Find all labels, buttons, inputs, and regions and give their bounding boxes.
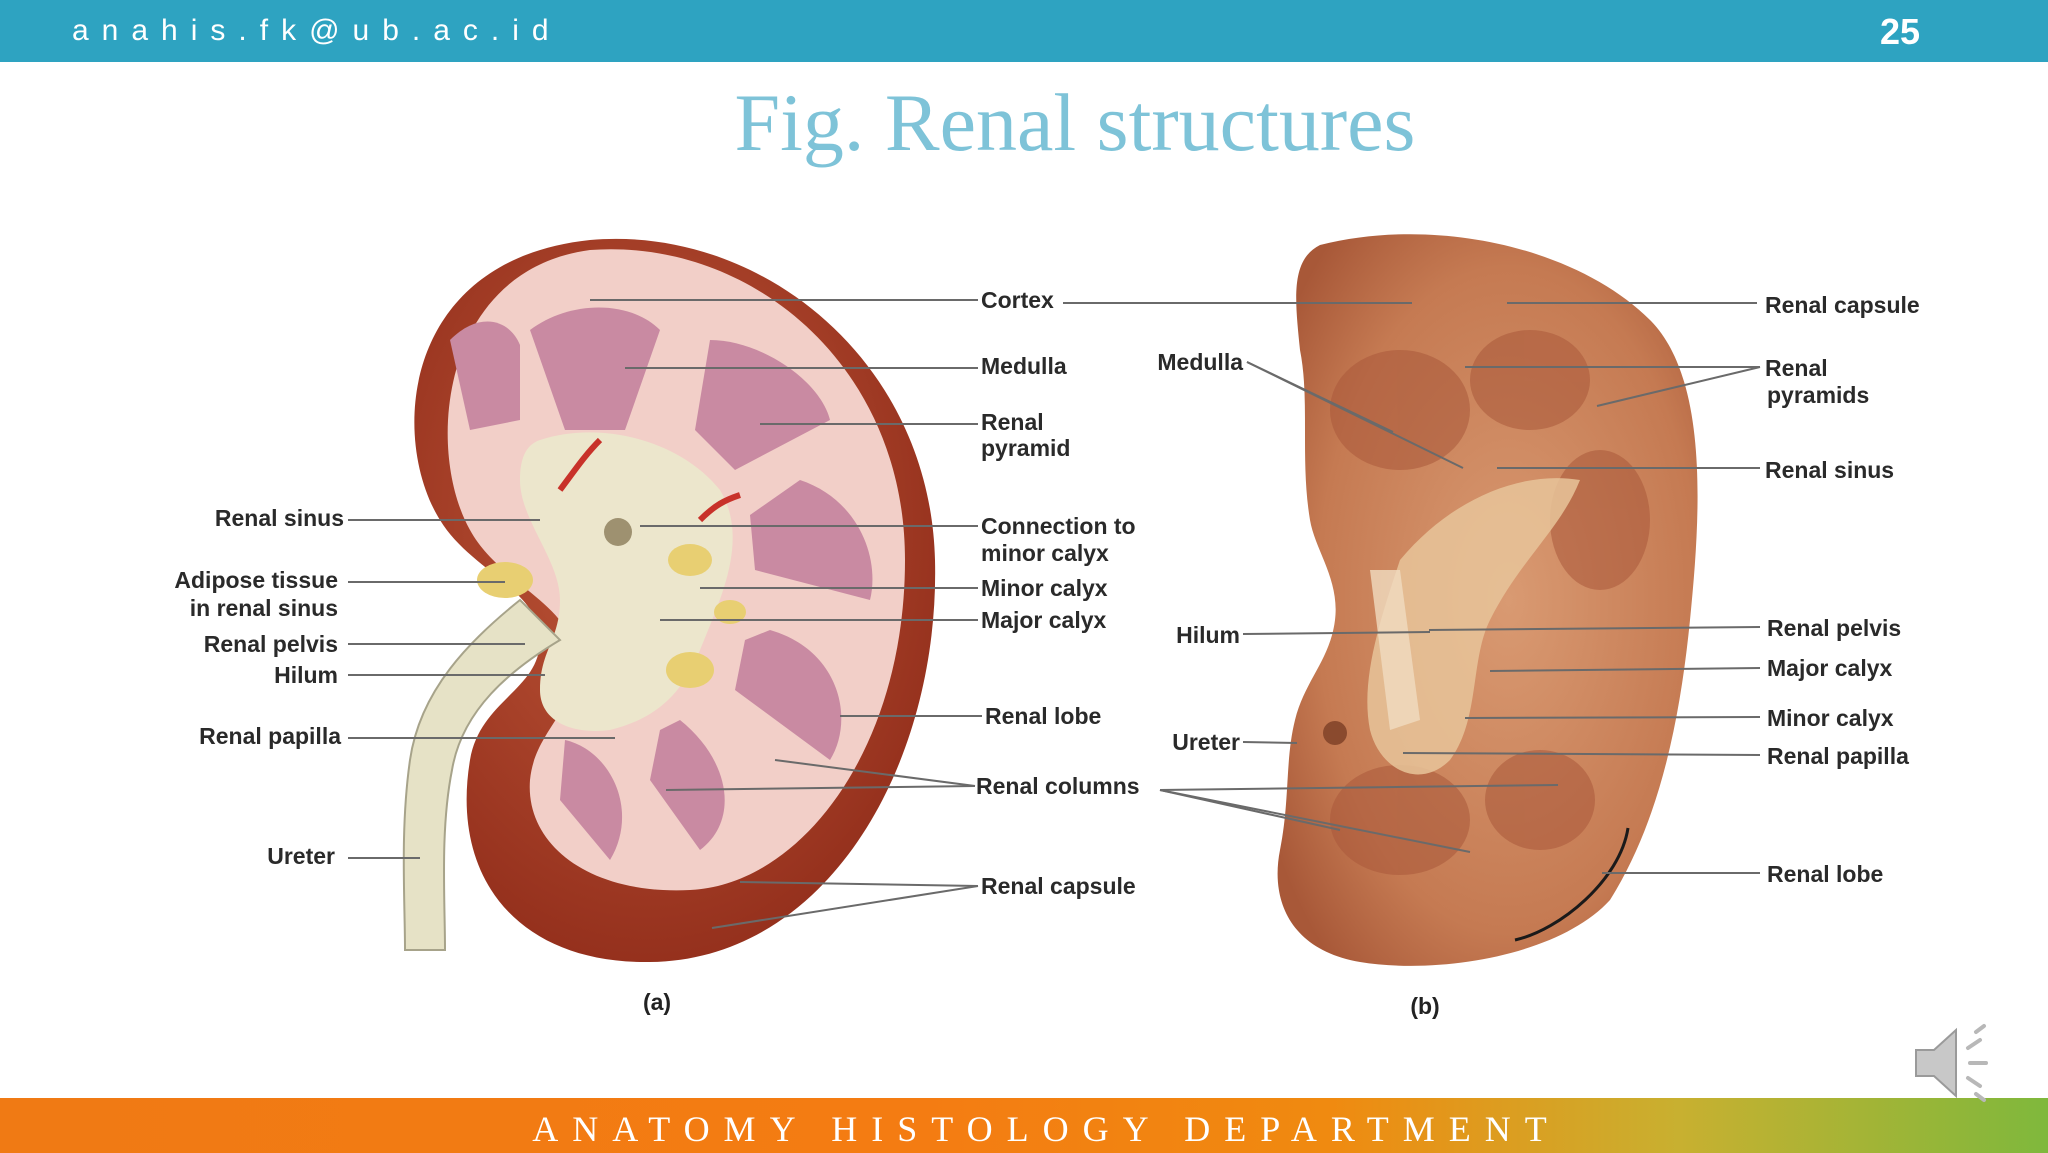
label-renal-pyramid-line1: Renal: [981, 409, 1044, 435]
label-b-medulla: Medulla: [1157, 349, 1243, 375]
label-major-calyx: Major calyx: [981, 607, 1106, 633]
labels-a: Cortex Medulla Renal pyramid Connection …: [174, 287, 1139, 1015]
label-b-hilum: Hilum: [1176, 622, 1240, 648]
kidney-illustration: [402, 238, 936, 963]
label-cortex: Cortex: [981, 287, 1054, 313]
label-b-renal-pyramids-line1: Renal: [1765, 355, 1828, 381]
label-renal-papilla: Renal papilla: [199, 723, 341, 749]
label-adipose-line1: Adipose tissue: [174, 567, 338, 593]
label-connection-line1: Connection to: [981, 513, 1136, 539]
leader-lines-a: [348, 299, 982, 929]
label-b-renal-sinus: Renal sinus: [1765, 457, 1894, 483]
footer-bar: [0, 1098, 2048, 1153]
department-name: ANATOMY HISTOLOGY DEPARTMENT: [532, 1109, 1561, 1149]
label-adipose-line2: in renal sinus: [190, 595, 338, 621]
label-renal-lobe: Renal lobe: [985, 703, 1101, 729]
leader-lines-b: [1063, 302, 1761, 874]
label-b-major-calyx: Major calyx: [1767, 655, 1892, 681]
kidney-photo: [1277, 234, 1698, 966]
label-b-minor-calyx: Minor calyx: [1767, 705, 1894, 731]
page-number: 25: [1880, 11, 1921, 52]
label-renal-capsule: Renal capsule: [981, 873, 1136, 899]
label-b-renal-lobe: Renal lobe: [1767, 861, 1883, 887]
label-renal-pelvis: Renal pelvis: [204, 631, 338, 657]
slide-title: Fig. Renal structures: [734, 77, 1416, 168]
header-bar: anahis.fk@ub.ac.id 25: [0, 0, 2048, 62]
label-b-renal-capsule: Renal capsule: [1765, 292, 1920, 318]
label-renal-columns: Renal columns: [976, 773, 1140, 799]
label-b-ureter: Ureter: [1172, 729, 1240, 755]
caption-b: (b): [1410, 993, 1439, 1019]
author-email: anahis.fk@ub.ac.id: [72, 14, 562, 47]
labels-b: Medulla Hilum Ureter Renal capsule Renal…: [1157, 292, 1919, 1019]
label-renal-pyramid-line2: pyramid: [981, 435, 1070, 461]
label-ureter: Ureter: [267, 843, 335, 869]
label-minor-calyx: Minor calyx: [981, 575, 1108, 601]
label-connection-line2: minor calyx: [981, 540, 1109, 566]
caption-a: (a): [643, 989, 671, 1015]
speaker-icon[interactable]: [1910, 1018, 2006, 1108]
label-b-renal-pyramids-line2: pyramids: [1767, 382, 1869, 408]
label-medulla: Medulla: [981, 353, 1067, 379]
label-renal-sinus: Renal sinus: [215, 505, 344, 531]
label-hilum: Hilum: [274, 662, 338, 688]
label-b-renal-papilla: Renal papilla: [1767, 743, 1909, 769]
label-b-renal-pelvis: Renal pelvis: [1767, 615, 1901, 641]
